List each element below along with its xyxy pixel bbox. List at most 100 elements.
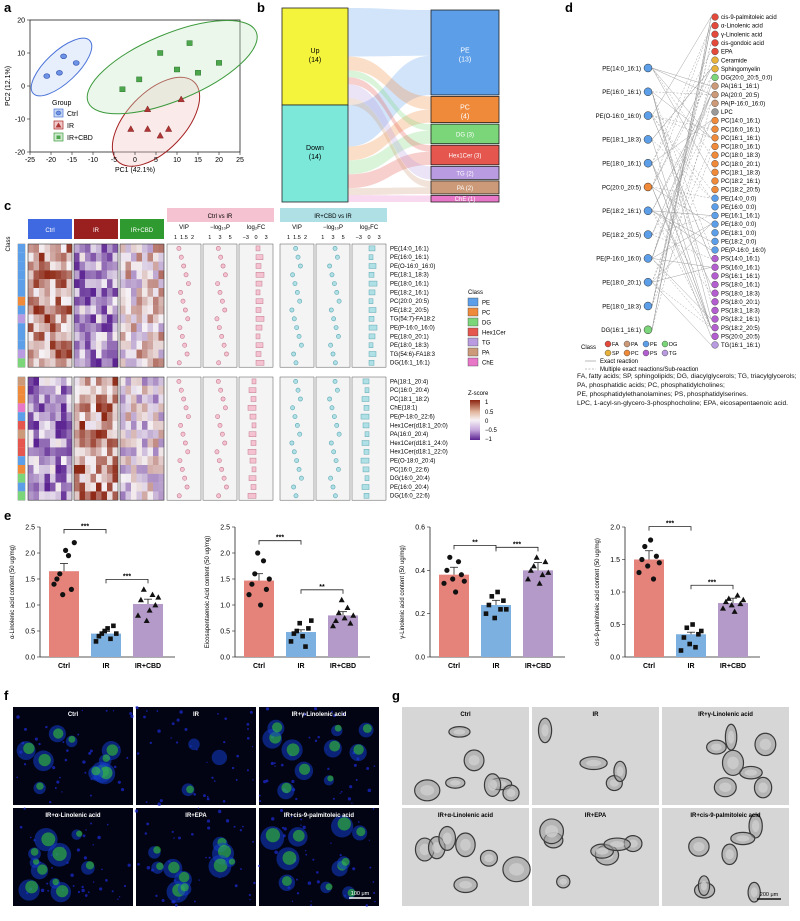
heatmap-cell (131, 323, 137, 333)
heatmap-cell (120, 456, 126, 466)
panel-label-g: g (392, 688, 400, 703)
stat-dot (217, 422, 223, 428)
stat-bar (250, 484, 257, 490)
panel-label-c: c (4, 198, 11, 213)
dapi-speckle (233, 825, 236, 828)
stat-dot (336, 333, 341, 339)
heatmap-cell (33, 314, 40, 324)
legend-marker-ir (55, 122, 62, 128)
heatmap-cell (50, 323, 56, 333)
sankey-label-Hex1Cer: Hex1Cer (3) (449, 154, 482, 160)
network-edge (651, 67, 712, 87)
heatmap-cell (131, 288, 137, 297)
dapi-speckle (259, 800, 262, 803)
heatmap-cell (44, 412, 51, 422)
network-right-label: PA(20:0_20:5) (721, 93, 759, 99)
stat-bar (368, 316, 375, 322)
network-legend-label-PE: PE (650, 342, 658, 348)
network-right-label: PC(16:0_16:1) (721, 127, 760, 133)
nucleus-blob (188, 738, 200, 751)
heatmap-cell (158, 305, 165, 315)
abbreviation-line-3: PE, phosphatidylethanolamines; PS, phosp… (577, 391, 749, 398)
class-strip-cell (18, 323, 25, 332)
network-legend-label-SP: SP (612, 351, 620, 357)
dapi-speckle (77, 733, 80, 736)
heatmap-cell (85, 403, 91, 413)
dapi-speckle (92, 843, 95, 846)
heatmap-cell (33, 323, 40, 333)
heatmap-cell (39, 323, 45, 333)
dapi-speckle (59, 776, 61, 779)
heatmap-cell (131, 394, 137, 404)
heatmap-cell (28, 447, 34, 457)
dapi-speckle (84, 771, 87, 774)
panel-label-e: e (4, 508, 11, 523)
fluorescence-title: IR+α-Linolenic acid (45, 813, 101, 819)
green-signal (213, 858, 228, 873)
dapi-speckle (45, 725, 48, 729)
zscore-tick-m05: −0.5 (485, 428, 498, 434)
heatmap-cell (125, 244, 132, 253)
heatmap-cell (112, 340, 119, 350)
heatmap-cell (55, 491, 62, 501)
edge-legend-multi: Multiple exact reactions/Sub-reaction (600, 367, 698, 373)
heatmap-cell (74, 377, 80, 386)
heatmap-cell (136, 340, 143, 350)
network-edge (651, 91, 712, 95)
network-edge (651, 16, 712, 330)
heatmap-cell (158, 358, 165, 368)
network-edge (651, 223, 712, 259)
heatmap-cell (28, 491, 34, 501)
heatmap-cell (55, 305, 62, 315)
heatmap-row-label: PC(16:0_20:4) (390, 388, 429, 394)
heatmap-cell (44, 323, 51, 333)
bar-Ctrl (439, 574, 469, 657)
stat-panel-vip (166, 376, 202, 501)
network-left-nodes: PE(14:0_16:1)PE(16:0_16:1)PE(O-16:0_16:0… (596, 63, 653, 334)
stat-dot (334, 289, 340, 295)
bar-y-tick-label: 1.5 (610, 557, 620, 564)
data-point-circle (636, 569, 642, 576)
heatmap-cell (50, 332, 56, 341)
heatmap-group-ir-label: IR (93, 228, 100, 234)
dapi-speckle (38, 742, 41, 746)
stat-col-title: −log₁₀P (323, 225, 343, 231)
organoid-lumen (488, 779, 498, 791)
dapi-speckle (340, 790, 343, 793)
heatmap-cell (125, 473, 132, 483)
dapi-speckle (144, 832, 148, 835)
fluorescence-image-4: IR+EPA (134, 807, 256, 907)
pca-x-tick-label: -20 (46, 157, 56, 164)
dapi-speckle (225, 819, 230, 823)
stat-dot (186, 414, 191, 419)
heatmap-cell (120, 412, 126, 422)
heatmap-group-cbd-label: IR+CBD (131, 228, 154, 234)
heatmap-cell (66, 394, 73, 404)
heatmap-cell (55, 385, 62, 395)
heatmap-cell (44, 305, 51, 315)
bar-y-tick-label: 1.0 (220, 603, 230, 610)
dapi-speckle (40, 888, 45, 893)
heatmap-cell (142, 270, 148, 280)
heatmap-cell (96, 314, 102, 324)
network-legend-dot-PC (623, 349, 631, 357)
stat-dot (221, 475, 227, 481)
heatmap-cell (112, 332, 119, 341)
stat-bar (361, 396, 370, 402)
heatmap-cell (61, 429, 67, 439)
dapi-speckle (85, 829, 87, 831)
heatmap-cell (153, 473, 159, 483)
heatmap-cell (112, 314, 119, 324)
heatmap-row-labels: PE(14:0_16:1)PE(16:0_16:1)PE(O-16:0_16:0… (390, 246, 448, 499)
stat-dot (293, 245, 299, 251)
heatmap-cell (112, 482, 119, 492)
heatmap-cell (66, 323, 73, 333)
data-point-triangle (728, 602, 735, 608)
heatmap-cell (55, 261, 62, 271)
heatmap-cell (142, 314, 148, 324)
dapi-speckle (117, 898, 119, 900)
dapi-speckle (49, 800, 52, 804)
bar-y-tick-label: 0.0 (610, 655, 620, 662)
stat-bar (248, 475, 257, 481)
dapi-speckle (178, 836, 181, 840)
